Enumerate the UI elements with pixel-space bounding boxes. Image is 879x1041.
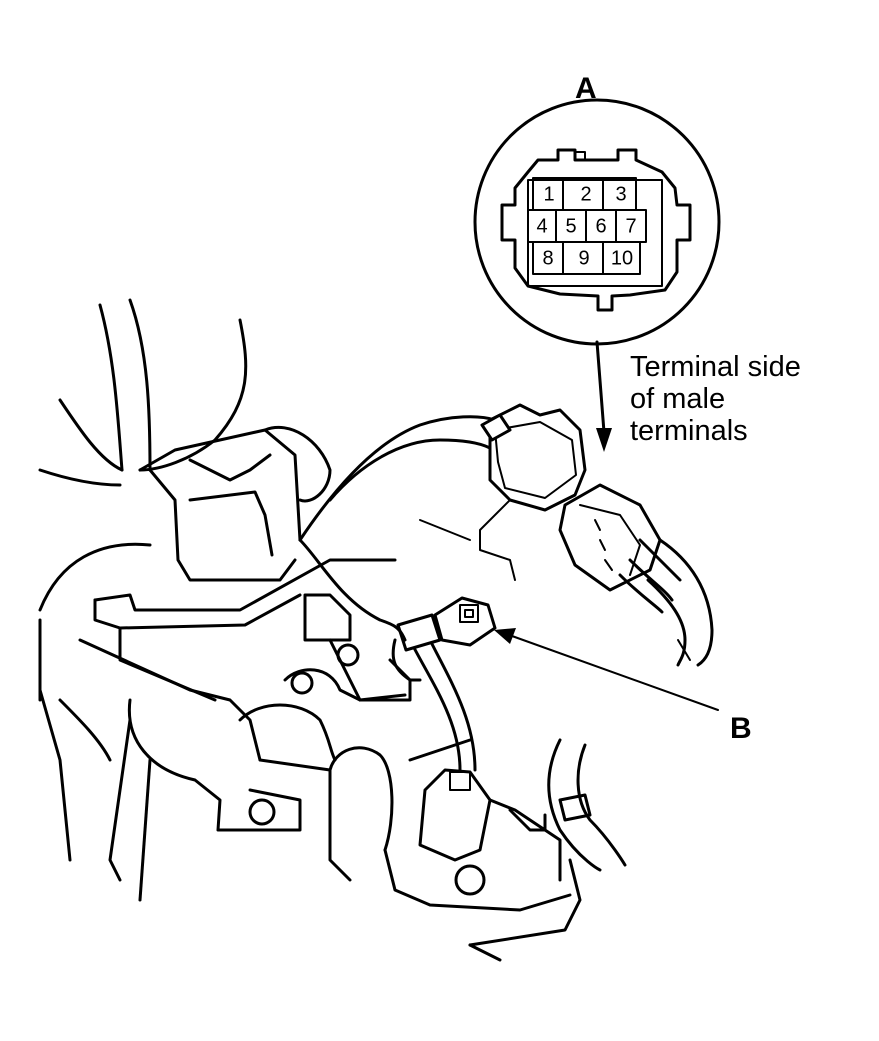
pin-label: 7: [625, 215, 636, 237]
arrowhead-a: [596, 428, 612, 452]
harness-connector-female: [480, 403, 587, 512]
pin-label: 5: [565, 215, 576, 237]
pin-label: 2: [580, 183, 591, 205]
inset-connector-face: 1 2 3 4 5 6 7 8 9 10: [473, 98, 721, 346]
pin-label: 10: [611, 247, 633, 269]
pin-label: 8: [542, 247, 553, 269]
caption-line-2: of male: [630, 383, 725, 415]
arrowhead-b: [494, 628, 516, 644]
pin-label: 4: [536, 215, 547, 237]
connector-b: [391, 596, 497, 682]
caption-line-1: Terminal side: [630, 351, 801, 383]
pin-label: 3: [615, 183, 626, 205]
engine-assembly-drawing: [38, 298, 627, 962]
pin-label: 6: [595, 215, 606, 237]
leader-arrow-a: [595, 340, 606, 434]
callout-b: B: [730, 712, 752, 745]
wire-harness: [298, 415, 516, 642]
caption-line-3: terminals: [630, 415, 748, 447]
callout-a: A: [575, 72, 597, 105]
pin-label: 1: [543, 183, 554, 205]
pin-labels: 1 2 3 4 5 6 7 8 9 10: [536, 183, 636, 269]
leader-line-b: [511, 635, 719, 711]
male-terminal-connector: [558, 483, 714, 667]
pin-grid: [527, 177, 647, 275]
pin-label: 9: [578, 247, 589, 269]
